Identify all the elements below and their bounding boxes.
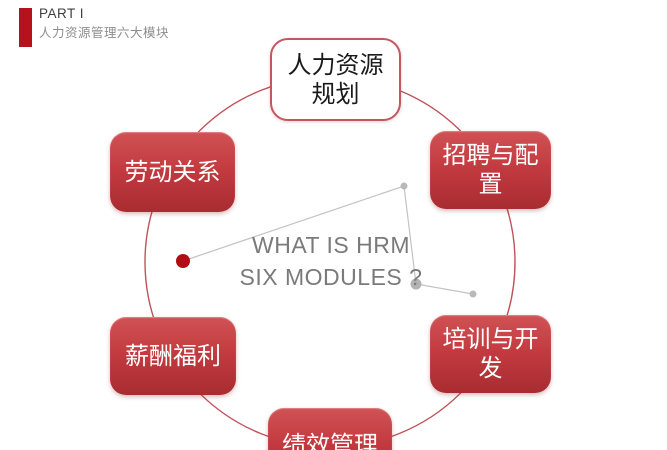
center-caption: WHAT IS HRM SIX MODULES ?: [225, 229, 437, 293]
gray-dot: [410, 278, 422, 290]
gray-dot: [400, 182, 408, 190]
module-performance: 绩效管理: [268, 408, 392, 450]
module-compensation-label: 薪酬福利: [125, 341, 221, 370]
center-caption-line1: WHAT IS HRM: [252, 232, 410, 258]
module-labor-relations: 劳动关系: [110, 132, 235, 212]
module-training: 培训与开发: [430, 315, 551, 393]
module-recruitment: 招聘与配置: [430, 131, 551, 209]
module-hr-planning-label: 人力资源规划: [287, 50, 384, 108]
module-recruitment-label: 招聘与配置: [442, 141, 539, 198]
module-compensation: 薪酬福利: [110, 317, 236, 395]
center-caption-line2: SIX MODULES ?: [239, 264, 423, 290]
module-hr-planning: 人力资源规划: [270, 38, 401, 121]
part-label: PART I: [39, 6, 85, 21]
module-labor-relations-label: 劳动关系: [124, 157, 221, 186]
header-accent-bar: [19, 8, 32, 47]
connector-line: [182, 185, 474, 295]
gray-dot: [469, 290, 477, 298]
red-dot: [176, 254, 190, 268]
module-performance-label: 绩效管理: [282, 431, 378, 450]
module-training-label: 培训与开发: [442, 325, 539, 382]
slide-subtitle: 人力资源管理六大模块: [39, 26, 170, 40]
